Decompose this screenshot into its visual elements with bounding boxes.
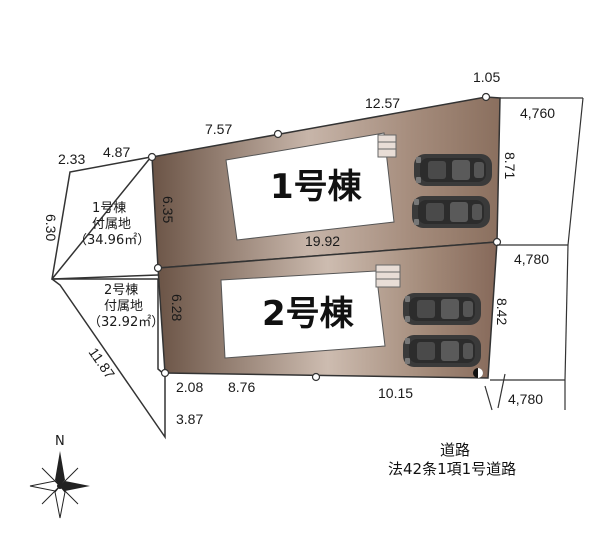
compass-icon: N bbox=[29, 434, 90, 519]
dim-bottom-left-a: 2.08 bbox=[176, 379, 203, 395]
lot2-car-1 bbox=[403, 293, 481, 325]
lot1-building bbox=[225, 132, 395, 241]
annex1-title: 1号棟 bbox=[92, 201, 126, 216]
road-dimension-lines bbox=[484, 97, 584, 411]
dim-top-left-short: 2.33 bbox=[58, 151, 85, 167]
dim-top-left: 4.87 bbox=[103, 144, 130, 160]
dim-annex-left-edge: 6.30 bbox=[43, 214, 59, 241]
road-label: 道路 bbox=[440, 441, 470, 459]
annex2-title: 2号棟 bbox=[104, 283, 138, 298]
dim-middle-divider: 19.92 bbox=[305, 233, 340, 249]
lot2-car-2 bbox=[403, 335, 481, 367]
lot1-steps bbox=[377, 134, 397, 158]
lot1-car-1 bbox=[414, 154, 492, 186]
annex1-subtitle: 付属地 bbox=[92, 217, 131, 232]
dim-corner-top-right: 1.05 bbox=[473, 69, 500, 85]
annex1-area: （34.96㎡） bbox=[74, 233, 150, 248]
annex2-subtitle: 付属地 bbox=[104, 299, 143, 314]
lot2-building bbox=[220, 270, 386, 359]
dim-annex-bottom: 3.87 bbox=[176, 411, 203, 427]
dim-road-width-3: 4,780 bbox=[508, 391, 543, 407]
dim-lot2-right: 8.42 bbox=[494, 298, 510, 325]
compass-north-label: N bbox=[55, 434, 65, 449]
dim-road-width-1: 4,760 bbox=[520, 105, 555, 121]
dim-lot2-left: 6.28 bbox=[169, 294, 185, 321]
annex-divider bbox=[51, 274, 159, 280]
dim-road-width-2: 4,780 bbox=[514, 251, 549, 267]
dim-bottom-left-b: 8.76 bbox=[228, 379, 255, 395]
annex2-area: （32.92㎡） bbox=[88, 315, 164, 330]
lot2-label: 2号棟 bbox=[262, 294, 355, 334]
lot1-label: 1号棟 bbox=[270, 167, 363, 207]
boundary-markers bbox=[147, 92, 502, 382]
road-classification: 法42条1項1号道路 bbox=[388, 460, 516, 478]
lot2-steps bbox=[375, 264, 401, 288]
corner-marker bbox=[473, 368, 483, 378]
dim-lot1-right: 8.71 bbox=[502, 152, 518, 179]
dim-lot1-left: 6.35 bbox=[160, 196, 176, 223]
lot1-car-2 bbox=[412, 196, 490, 228]
dim-top-right: 12.57 bbox=[365, 95, 400, 111]
dim-top-mid: 7.57 bbox=[205, 121, 232, 137]
dim-bottom-right: 10.15 bbox=[378, 385, 413, 401]
